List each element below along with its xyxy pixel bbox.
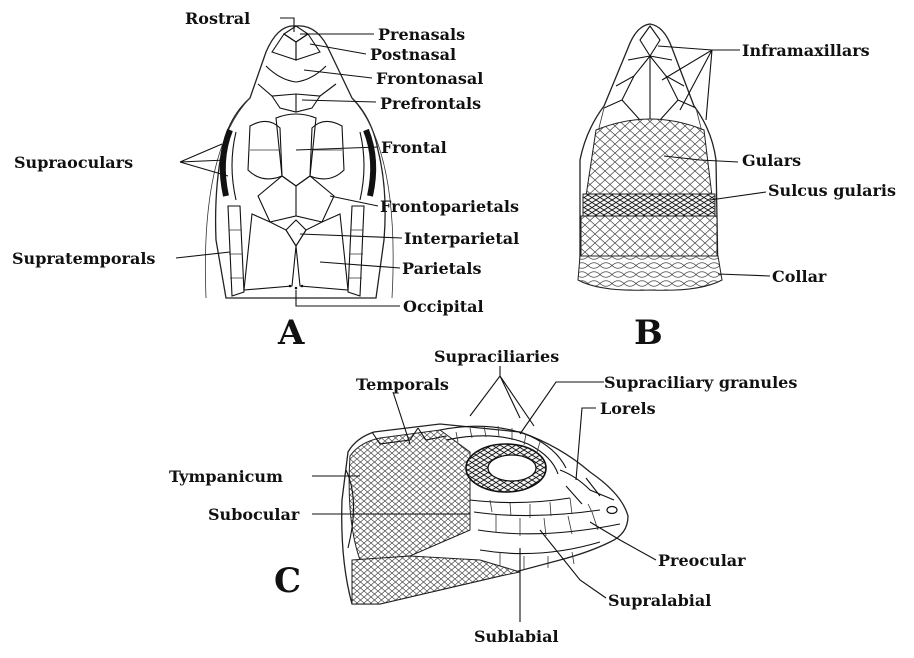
label-temporals: Temporals [356,375,449,394]
label-sulcus-gularis: Sulcus gularis [768,181,896,200]
label-frontonasal: Frontonasal [376,69,483,88]
label-subocular: Subocular [208,505,300,524]
label-collar: Collar [772,267,827,286]
label-prenasals: Prenasals [378,25,465,44]
head-outline-a [216,26,386,298]
label-interparietal: Interparietal [404,229,519,248]
label-prefrontals: Prefrontals [380,94,481,113]
label-frontal: Frontal [381,138,447,157]
panel-label-a: A [277,313,305,353]
label-sublabial: Sublabial [474,627,559,646]
label-supraciliaries: Supraciliaries [434,347,559,366]
label-tympanicum: Tympanicum [169,467,283,486]
label-supratemporals: Supratemporals [12,249,155,268]
label-frontoparietals: Frontoparietals [380,197,519,216]
label-rostral: Rostral [185,9,250,28]
label-supraoculars: Supraoculars [14,153,133,172]
label-supraciliary-granules: Supraciliary granules [604,373,797,392]
label-lorels: Lorels [600,399,656,418]
panel-label-c: C [274,561,301,601]
label-postnasal: Postnasal [370,45,456,64]
panel-b-ventral-head-drawing [578,24,722,290]
panel-a-dorsal-head-drawing [205,26,393,298]
label-gulars: Gulars [742,151,801,170]
label-inframaxillars: Inframaxillars [742,41,870,60]
label-parietals: Parietals [402,259,482,278]
label-supralabial: Supralabial [608,591,711,610]
panel-label-b: B [634,313,663,353]
label-occipital: Occipital [403,297,484,316]
label-preocular: Preocular [658,551,746,570]
